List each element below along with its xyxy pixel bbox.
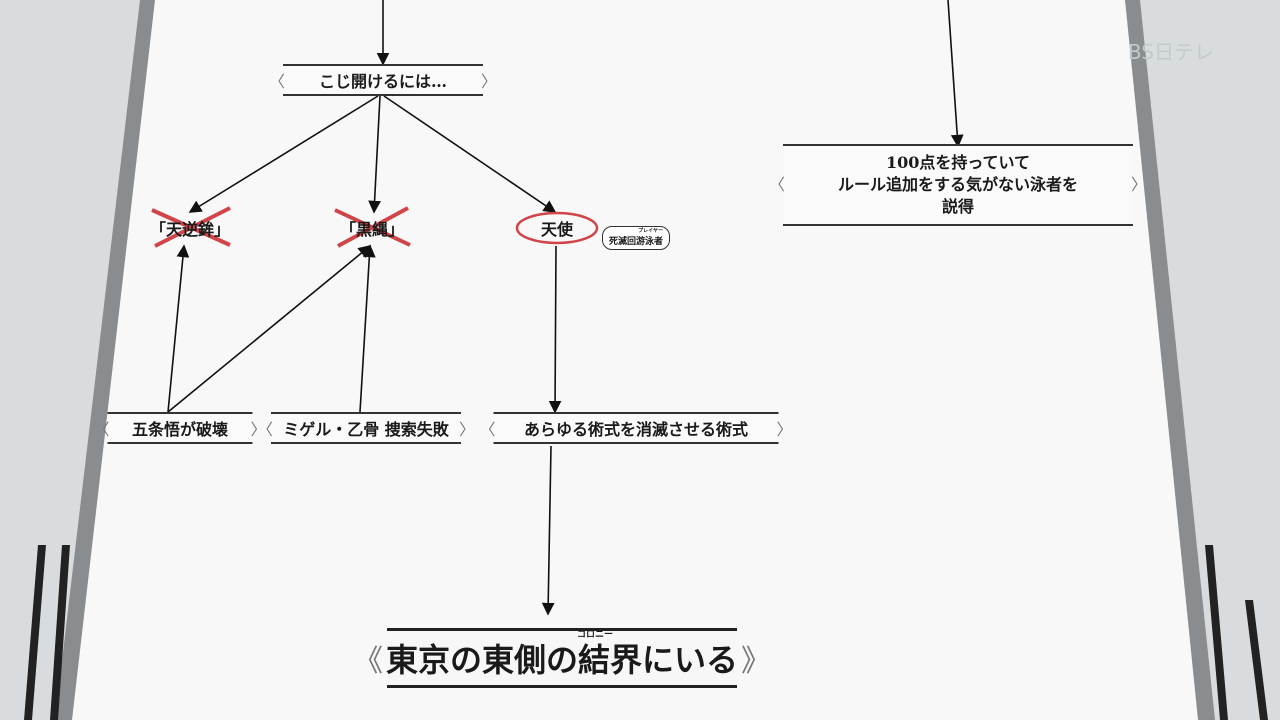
- node-final: コロニー 東京の東側の結界にいる: [386, 628, 739, 688]
- points-line-3: 説得: [941, 197, 974, 216]
- final-ruby: コロニー: [577, 630, 614, 640]
- final-label: 東京の東側の結界にいる: [386, 641, 739, 679]
- player-ruby: プレイヤー: [638, 228, 664, 234]
- node-technique: あらゆる術式を消滅させる術式: [493, 412, 779, 444]
- points-line-1: 100点を持っていて: [885, 153, 1031, 172]
- corner-bars: [24, 545, 1268, 720]
- node-tenshi: 天使: [540, 220, 574, 239]
- node-gojo: 五条悟が破壊: [107, 412, 253, 444]
- node-ama-no-sakahoko: 「天逆鉾」: [149, 220, 231, 239]
- arrows: [167, 0, 964, 616]
- highlight-ellipse: [515, 211, 599, 245]
- node-kokujo: 「黒縄」: [339, 220, 405, 239]
- player-tag: プレイヤー 死滅回游泳者: [602, 226, 671, 250]
- node-root: こじ開けるには…: [283, 64, 483, 96]
- node-miguel: ミゲル・乙骨 捜索失敗: [271, 412, 461, 444]
- channel-watermark: BS日テレ: [1127, 40, 1214, 64]
- player-tag-label: 死滅回游泳者: [609, 237, 664, 247]
- points-line-2: ルール追加をする気がない泳者を: [837, 175, 1078, 194]
- cross-marks: [151, 206, 411, 248]
- node-points: 100点を持っていて ルール追加をする気がない泳者を 説得: [783, 144, 1133, 226]
- board-surface: [72, 0, 1198, 720]
